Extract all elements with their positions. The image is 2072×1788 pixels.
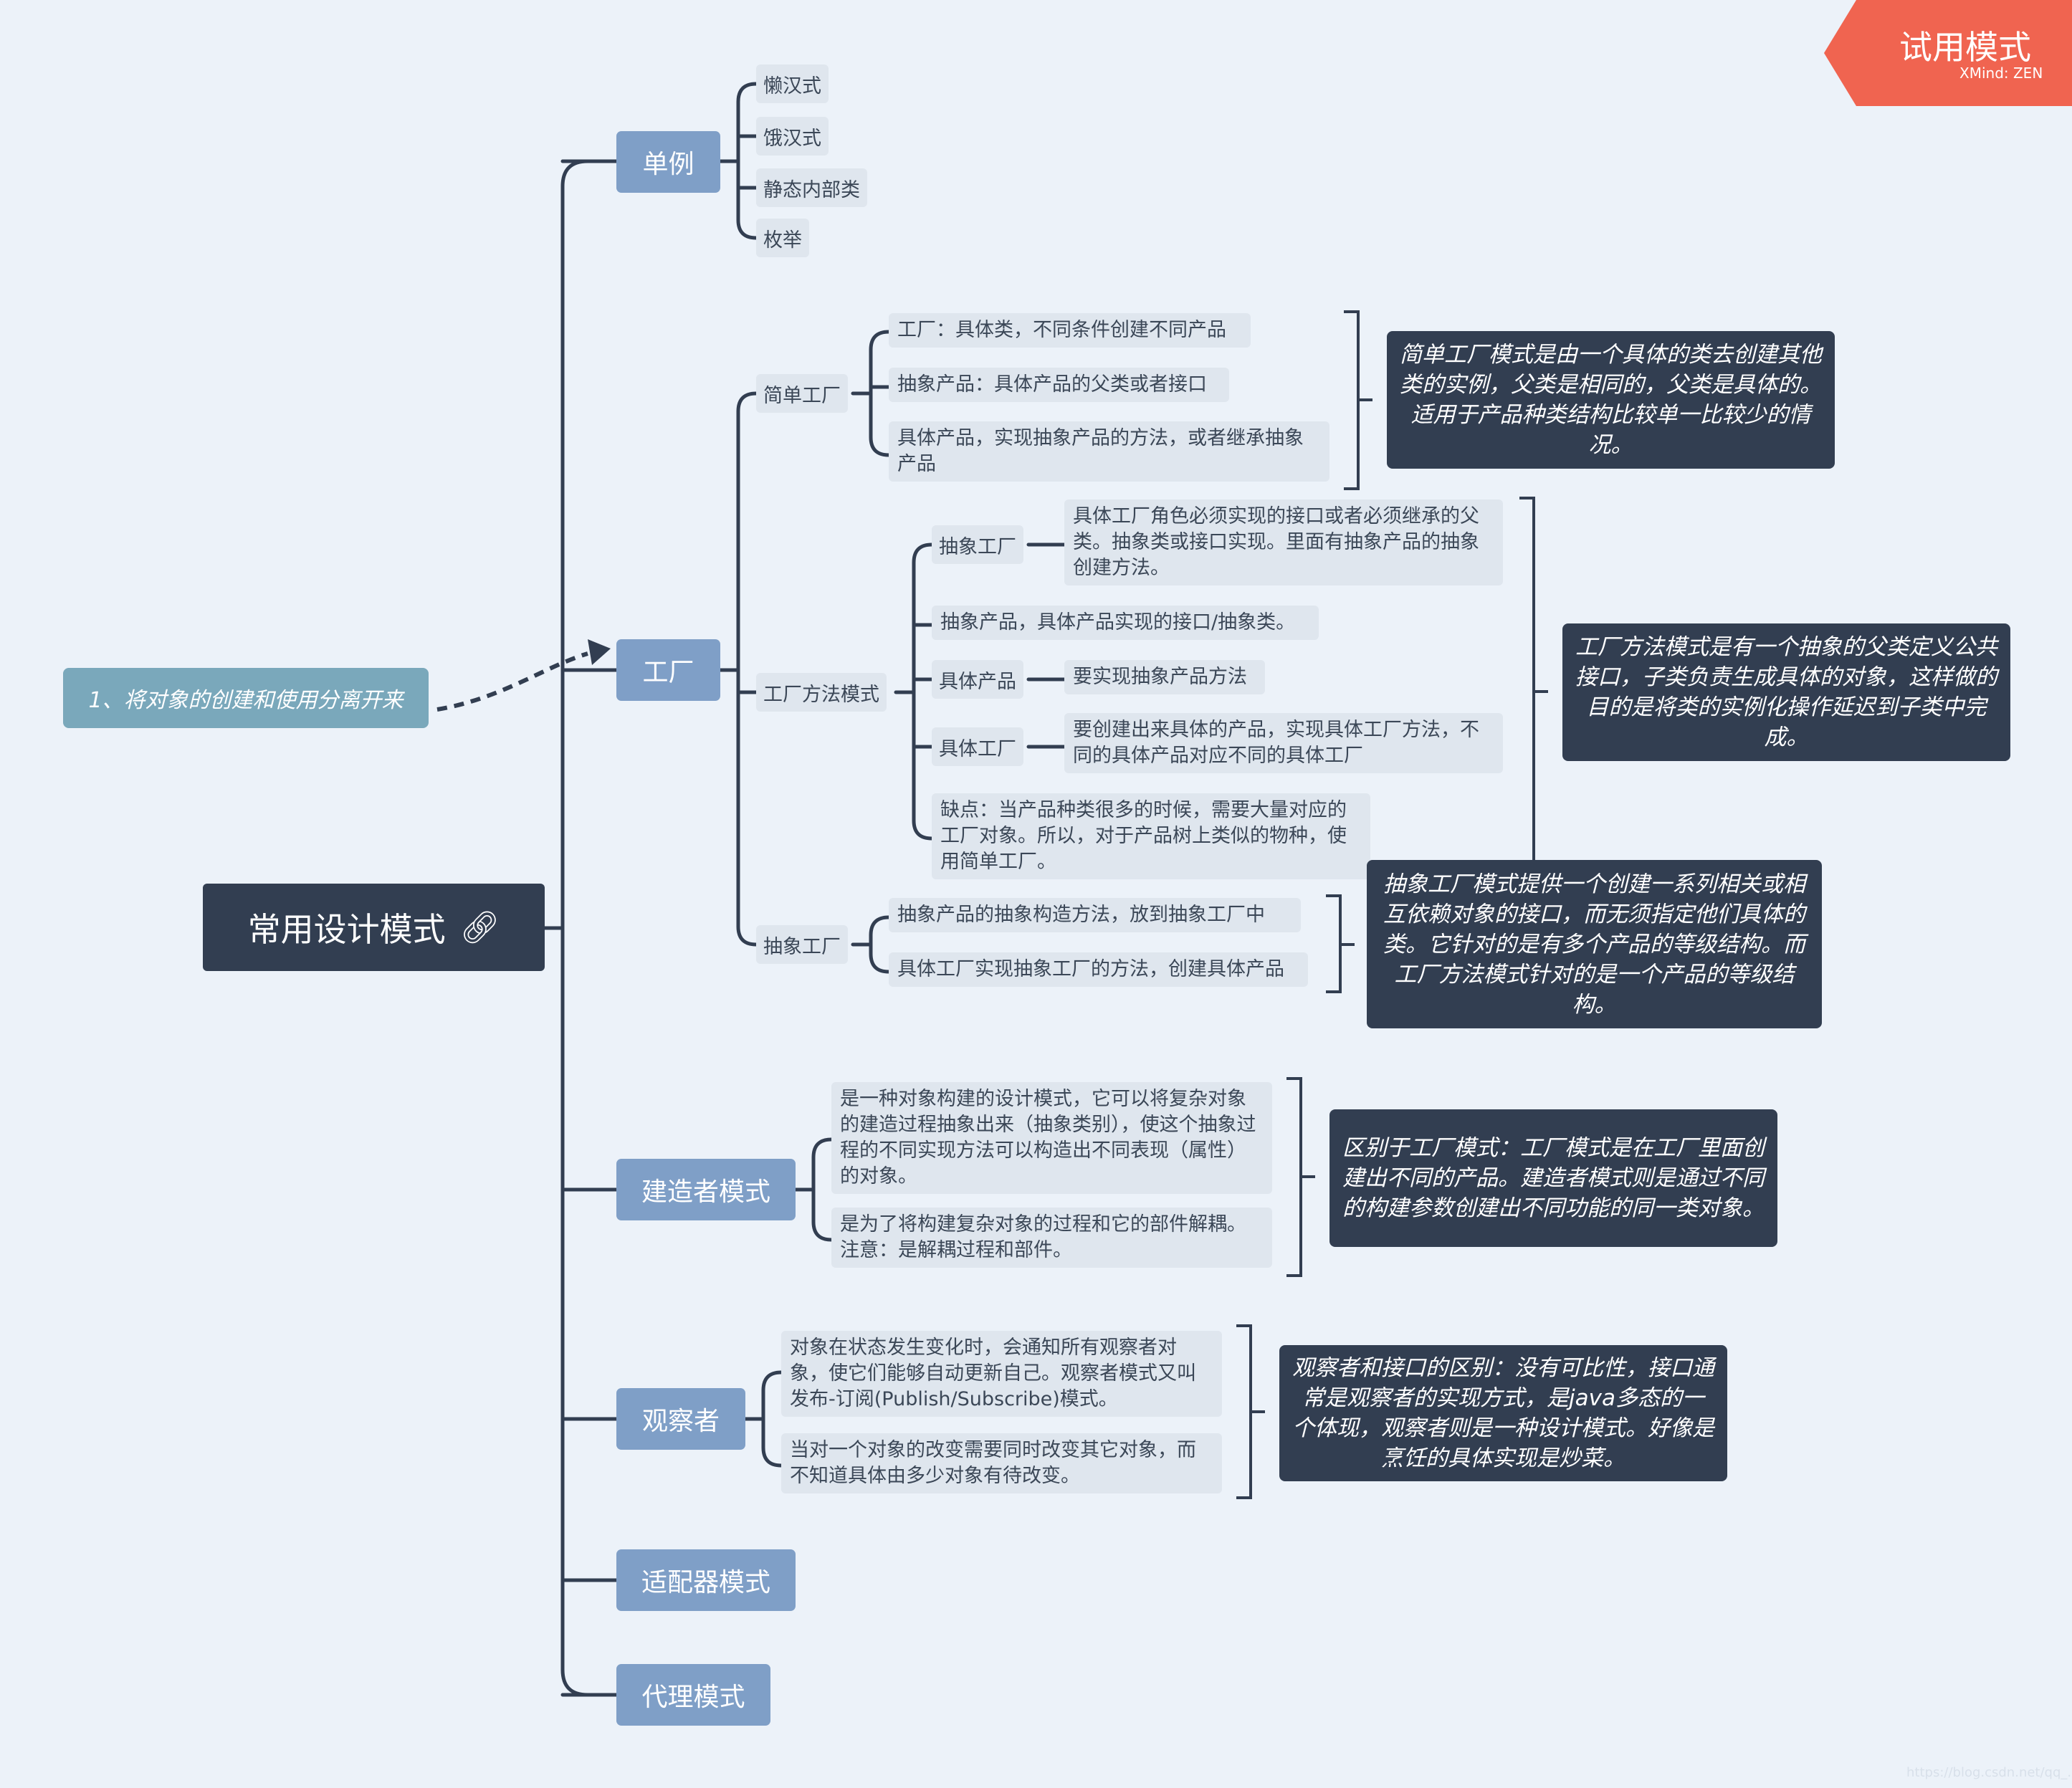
leaf-text: 缺点：当产品种类很多的时候，需要大量对应的工厂对象。所以，对于产品树上类似的物种… (940, 799, 1347, 873)
summary-abstract-factory[interactable]: 抽象工厂模式提供一个创建一系列相关或相互依赖对象的接口，而无须指定他们具体的类。… (1367, 860, 1822, 1028)
leaf-builder-2[interactable]: 是为了将构建复杂对象的过程和它的部件解耦。注意：是解耦过程和部件。 (831, 1208, 1272, 1268)
topic-builder[interactable]: 建造者模式 (616, 1159, 796, 1220)
summary-text: 工厂方法模式是有一个抽象的父类定义公共接口，子类负责生成具体的对象，这样做的目的… (1575, 634, 1997, 750)
watermark: https://blog.csdn.net/qq_... (1906, 1765, 2072, 1780)
root-topic[interactable]: 常用设计模式 🔗︎ (203, 884, 545, 971)
leaf-text: 对象在状态发生变化时，会通知所有观察者对象，使它们能够自动更新自己。观察者模式又… (790, 1337, 1196, 1410)
topic-factory[interactable]: 工厂 (616, 639, 720, 701)
topic-factory-label: 工厂 (642, 658, 694, 687)
subtopic-static-inner-label: 静态内部类 (763, 178, 860, 201)
topic-singleton[interactable]: 单例 (616, 131, 720, 193)
subtopic-label: 抽象工厂 (939, 535, 1016, 558)
topic-observer[interactable]: 观察者 (616, 1388, 745, 1450)
summary-simple-factory[interactable]: 简单工厂模式是由一个具体的类去创建其他类的实例，父类是相同的，父类是具体的。适用… (1387, 331, 1835, 469)
leaf-text: 要实现抽象产品方法 (1073, 666, 1247, 688)
leaf-text: 是为了将构建复杂对象的过程和它的部件解耦。注意：是解耦过程和部件。 (840, 1213, 1246, 1261)
leaf-abstract-factory-2[interactable]: 具体工厂实现抽象工厂的方法，创建具体产品 (889, 952, 1308, 987)
summary-text: 区别于工厂模式：工厂模式是在工厂里面创建出不同的产品。建造者模式则是通过不同的构… (1342, 1135, 1765, 1221)
subtopic-fm-concrete-product[interactable]: 具体产品 (932, 660, 1023, 699)
subtopic-eager[interactable]: 饿汉式 (756, 117, 829, 156)
topic-proxy[interactable]: 代理模式 (616, 1664, 770, 1726)
subtopic-eager-label: 饿汉式 (763, 127, 821, 150)
subtopic-simple-factory-label: 简单工厂 (763, 384, 841, 407)
topic-proxy-label: 代理模式 (641, 1683, 745, 1712)
leaf-fm-abstract-factory-detail[interactable]: 具体工厂角色必须实现的接口或者必须继承的父类。抽象类或接口实现。里面有抽象产品的… (1064, 499, 1503, 585)
leaf-fm-abstract-product[interactable]: 抽象产品，具体产品实现的接口/抽象类。 (932, 606, 1319, 640)
leaf-simple-factory-3[interactable]: 具体产品，实现抽象产品的方法，或者继承抽象产品 (889, 421, 1329, 482)
summary-builder[interactable]: 区别于工厂模式：工厂模式是在工厂里面创建出不同的产品。建造者模式则是通过不同的构… (1329, 1109, 1777, 1247)
subtopic-lazy[interactable]: 懒汉式 (756, 64, 829, 103)
leaf-fm-concrete-product-detail[interactable]: 要实现抽象产品方法 (1064, 660, 1265, 694)
leaf-text: 抽象产品，具体产品实现的接口/抽象类。 (940, 611, 1296, 634)
summary-text: 观察者和接口的区别：没有可比性，接口通常是观察者的实现方式，是java多态的一个… (1292, 1355, 1714, 1471)
subtopic-label: 具体产品 (939, 670, 1016, 693)
leaf-fm-concrete-factory-detail[interactable]: 要创建出来具体的产品，实现具体工厂方法，不同的具体产品对应不同的具体工厂 (1064, 713, 1503, 773)
leaf-text: 当对一个对象的改变需要同时改变其它对象，而不知道具体由多少对象有待改变。 (790, 1439, 1196, 1487)
subtopic-static-inner[interactable]: 静态内部类 (756, 168, 867, 207)
subtopic-factory-method-label: 工厂方法模式 (763, 683, 879, 706)
leaf-text: 具体工厂角色必须实现的接口或者必须继承的父类。抽象类或接口实现。里面有抽象产品的… (1073, 505, 1479, 579)
floating-label: 1、将对象的创建和使用分离开来 (88, 688, 404, 713)
subtopic-lazy-label: 懒汉式 (763, 75, 821, 97)
leaf-builder-1[interactable]: 是一种对象构建的设计模式，它可以将复杂对象的建造过程抽象出来（抽象类别），使这个… (831, 1082, 1272, 1194)
leaf-fm-drawback[interactable]: 缺点：当产品种类很多的时候，需要大量对应的工厂对象。所以，对于产品树上类似的物种… (932, 793, 1370, 879)
subtopic-label: 具体工厂 (939, 737, 1016, 760)
leaf-abstract-factory-1[interactable]: 抽象产品的抽象构造方法，放到抽象工厂中 (889, 898, 1301, 932)
leaf-text: 要创建出来具体的产品，实现具体工厂方法，不同的具体产品对应不同的具体工厂 (1073, 719, 1479, 767)
root-label: 常用设计模式 (247, 910, 446, 949)
summary-text: 简单工厂模式是由一个具体的类去创建其他类的实例，父类是相同的，父类是具体的。适用… (1400, 342, 1822, 458)
floating-topic[interactable]: 1、将对象的创建和使用分离开来 (63, 668, 429, 728)
leaf-text: 具体工厂实现抽象工厂的方法，创建具体产品 (897, 958, 1284, 980)
summary-text: 抽象工厂模式提供一个创建一系列相关或相互依赖对象的接口，而无须指定他们具体的类。… (1383, 871, 1805, 1018)
leaf-simple-factory-1[interactable]: 工厂：具体类，不同条件创建不同产品 (889, 313, 1251, 348)
summary-observer[interactable]: 观察者和接口的区别：没有可比性，接口通常是观察者的实现方式，是java多态的一个… (1279, 1345, 1727, 1481)
leaf-observer-1[interactable]: 对象在状态发生变化时，会通知所有观察者对象，使它们能够自动更新自己。观察者模式又… (781, 1331, 1222, 1417)
trial-subtitle: XMind: ZEN (1959, 64, 2043, 82)
subtopic-fm-abstract-factory[interactable]: 抽象工厂 (932, 525, 1023, 564)
topic-builder-label: 建造者模式 (641, 1177, 770, 1207)
subtopic-simple-factory[interactable]: 简单工厂 (756, 374, 848, 413)
topic-observer-label: 观察者 (641, 1407, 720, 1436)
subtopic-abstract-factory-label: 抽象工厂 (763, 935, 841, 958)
link-icon[interactable]: 🔗︎ (459, 909, 500, 946)
leaf-text: 抽象产品的抽象构造方法，放到抽象工厂中 (897, 904, 1265, 926)
leaf-simple-factory-2[interactable]: 抽象产品：具体产品的父类或者接口 (889, 368, 1229, 402)
leaf-text: 具体产品，实现抽象产品的方法，或者继承抽象产品 (897, 427, 1304, 475)
subtopic-enum[interactable]: 枚举 (756, 219, 809, 257)
summary-factory-method[interactable]: 工厂方法模式是有一个抽象的父类定义公共接口，子类负责生成具体的对象，这样做的目的… (1562, 623, 2010, 761)
leaf-text: 抽象产品：具体产品的父类或者接口 (897, 373, 1207, 396)
subtopic-abstract-factory[interactable]: 抽象工厂 (756, 925, 848, 964)
trial-title: 试用模式 (1899, 28, 2031, 67)
subtopic-factory-method[interactable]: 工厂方法模式 (756, 673, 887, 712)
subtopic-enum-label: 枚举 (763, 229, 802, 252)
leaf-text: 是一种对象构建的设计模式，它可以将复杂对象的建造过程抽象出来（抽象类别），使这个… (840, 1088, 1256, 1187)
topic-adapter-label: 适配器模式 (641, 1568, 770, 1597)
leaf-text: 工厂：具体类，不同条件创建不同产品 (897, 319, 1226, 341)
subtopic-fm-concrete-factory[interactable]: 具体工厂 (932, 727, 1023, 766)
topic-singleton-label: 单例 (642, 150, 694, 179)
topic-adapter[interactable]: 适配器模式 (616, 1549, 796, 1611)
leaf-observer-2[interactable]: 当对一个对象的改变需要同时改变其它对象，而不知道具体由多少对象有待改变。 (781, 1433, 1222, 1493)
